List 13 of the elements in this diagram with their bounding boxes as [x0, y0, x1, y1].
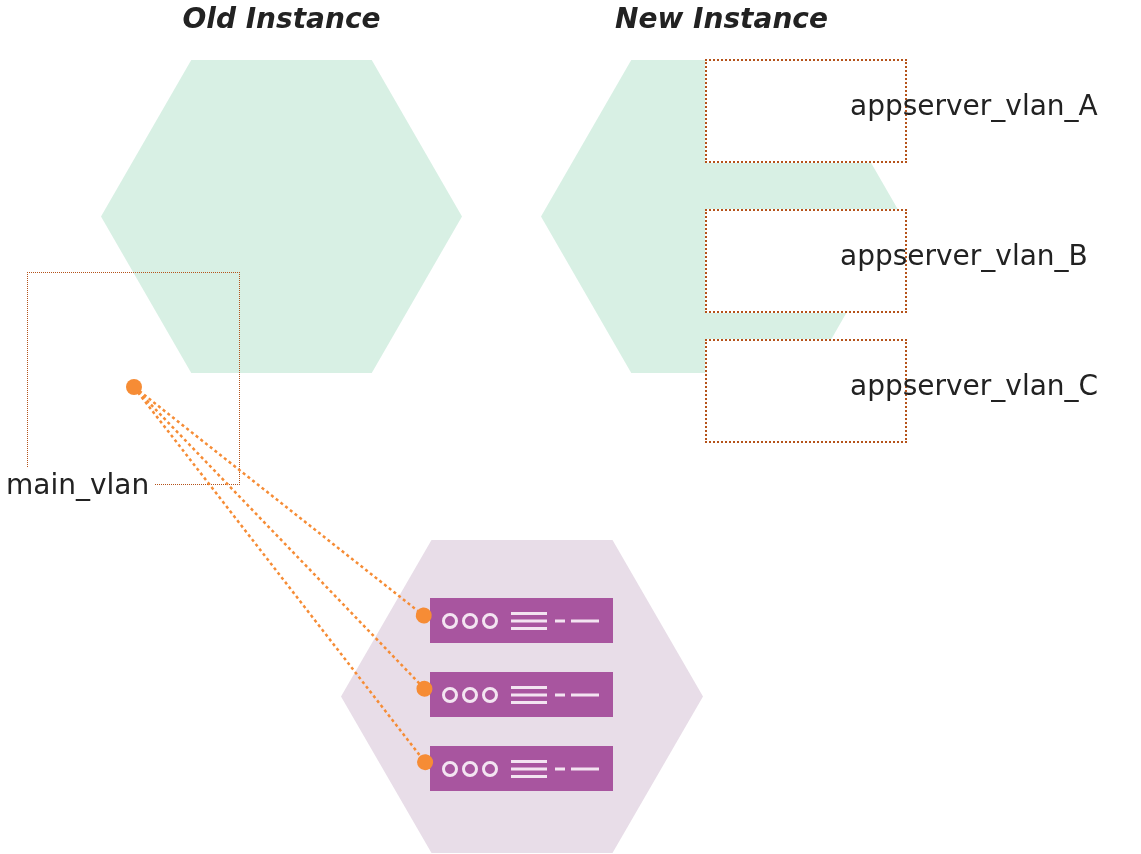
dotted-connector: [138, 389, 432, 624]
vlan-label: appserver_vlan_B: [840, 239, 1088, 273]
instance-title: New Instance: [614, 2, 829, 35]
vlan-label: appserver_vlan_C: [850, 369, 1099, 403]
server-unit: [430, 598, 613, 643]
server-unit: [430, 672, 613, 717]
instance-title: Old Instance: [181, 2, 382, 35]
vlan-label: main_vlan: [6, 468, 156, 502]
dotted-connector: [136, 391, 434, 771]
dotted-connector: [137, 390, 433, 697]
vlan-label: appserver_vlan_A: [850, 89, 1098, 123]
server-unit: [430, 746, 613, 791]
connection-dot: [126, 379, 142, 395]
